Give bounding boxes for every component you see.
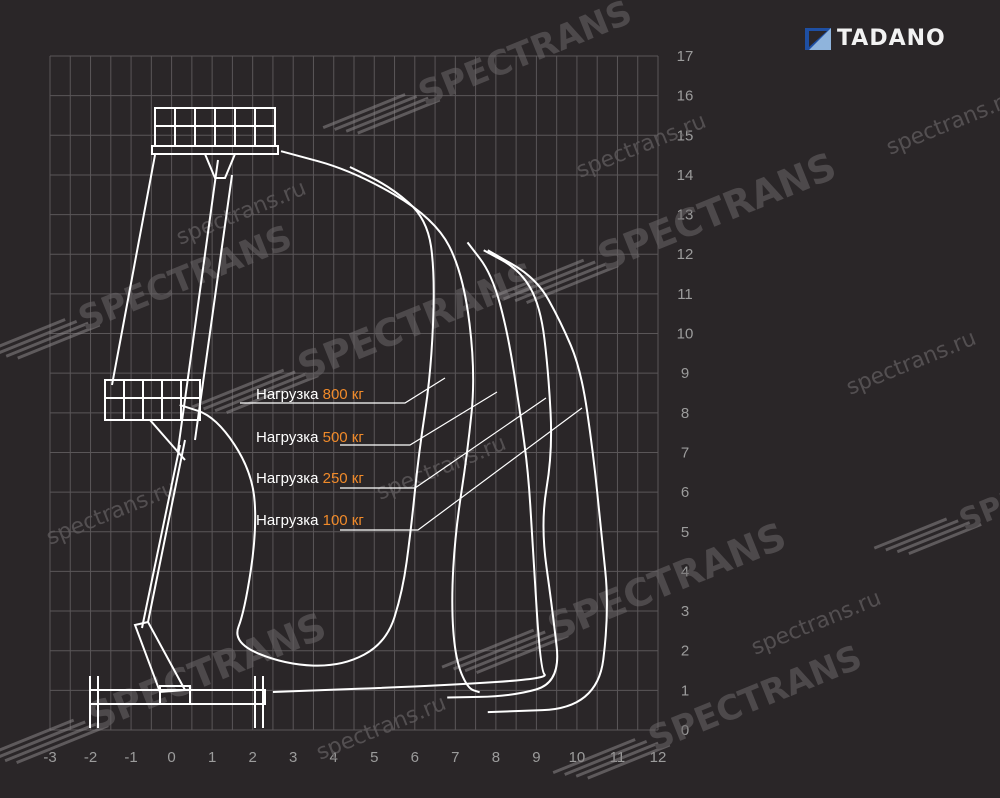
y-tick-label: 1 (681, 682, 689, 699)
watermark-text: SPECTRANS (954, 431, 1000, 538)
grid (49, 55, 659, 731)
label-500: Нагрузка 500 кг (256, 429, 364, 446)
range-curves (179, 150, 608, 714)
y-tick-label: 12 (677, 246, 694, 263)
basket-upper (151, 107, 279, 179)
leader-line (340, 407, 583, 531)
leader-line (240, 377, 446, 404)
x-tick-label: -3 (43, 749, 56, 766)
aerial-platform-drawing (89, 107, 279, 728)
upper-boom-left (111, 154, 156, 386)
y-tick-label: 15 (677, 127, 694, 144)
y-tick-label: 17 (677, 48, 694, 65)
series-line (447, 249, 559, 699)
x-tick-label: 5 (370, 749, 378, 766)
watermark-url: spectrans.ru (843, 326, 980, 401)
y-tick-label: 8 (681, 405, 689, 422)
watermark-url: spectrans.ru (748, 586, 885, 661)
x-tick-label: 8 (492, 749, 500, 766)
brand-name: TADANO (837, 26, 946, 51)
upper-boom-right (177, 159, 219, 451)
y-tick-label: 9 (681, 365, 689, 382)
watermark-stripe: SPECTRANS (441, 514, 792, 674)
brand-logo: TADANO (805, 26, 946, 51)
y-tick-label: 10 (677, 326, 694, 343)
x-tick-label: -2 (84, 749, 97, 766)
watermark-url: spectrans.ru (883, 86, 1000, 161)
series-line (179, 166, 435, 667)
tadano-logo-icon (805, 27, 831, 50)
watermark-stripe: SPECTRANS (552, 638, 868, 780)
y-tick-label: 3 (681, 603, 689, 620)
watermark-text: SPECTRANS (81, 604, 332, 740)
x-tick-label: 0 (167, 749, 175, 766)
annotation-labels: Нагрузка 800 кг Нагрузка 500 кг Нагрузка… (256, 386, 364, 529)
y-tick-label: 13 (677, 207, 694, 224)
label-250: Нагрузка 250 кг (256, 470, 364, 487)
watermark-url: spectrans.ru (373, 431, 510, 506)
x-tick-label: 9 (532, 749, 540, 766)
watermark-stripe: SPECTRANS (873, 431, 1000, 555)
y-tick-label: 6 (681, 484, 689, 501)
x-tick-label: 6 (411, 749, 419, 766)
x-tick-label: 4 (330, 749, 338, 766)
y-tick-label: 4 (681, 563, 689, 580)
watermark-text: SPECTRANS (413, 0, 638, 114)
y-tick-label: 2 (681, 643, 689, 660)
x-tick-label: 2 (248, 749, 256, 766)
y-tick-label: 14 (677, 167, 694, 184)
series-line (487, 249, 608, 714)
y-tick-label: 11 (677, 286, 693, 303)
y-tick-label: 5 (681, 524, 689, 541)
watermark-url: spectrans.ru (43, 476, 180, 551)
y-tick-label: 0 (681, 722, 689, 739)
label-leaders (240, 377, 583, 531)
label-100: Нагрузка 100 кг (256, 512, 364, 529)
series-line (272, 241, 546, 693)
lower-mast (147, 439, 186, 623)
x-tick-label: 7 (451, 749, 459, 766)
basket-lower (104, 379, 201, 461)
turret (159, 685, 191, 705)
watermark-text: SPECTRANS (541, 514, 792, 650)
y-tick-label: 7 (681, 444, 689, 461)
x-tick-label: 1 (208, 749, 216, 766)
watermark-stripe: SPECTRANS (322, 0, 638, 135)
y-tick-label: 16 (677, 88, 694, 105)
x-tick-label: 12 (650, 749, 667, 766)
watermark-stripe: SPECTRANS (191, 254, 542, 414)
label-800: Нагрузка 800 кг (256, 386, 364, 403)
x-tick-label: 3 (289, 749, 297, 766)
leader-line (340, 391, 498, 446)
x-tick-label: -1 (124, 749, 137, 766)
leader-line (340, 397, 547, 489)
